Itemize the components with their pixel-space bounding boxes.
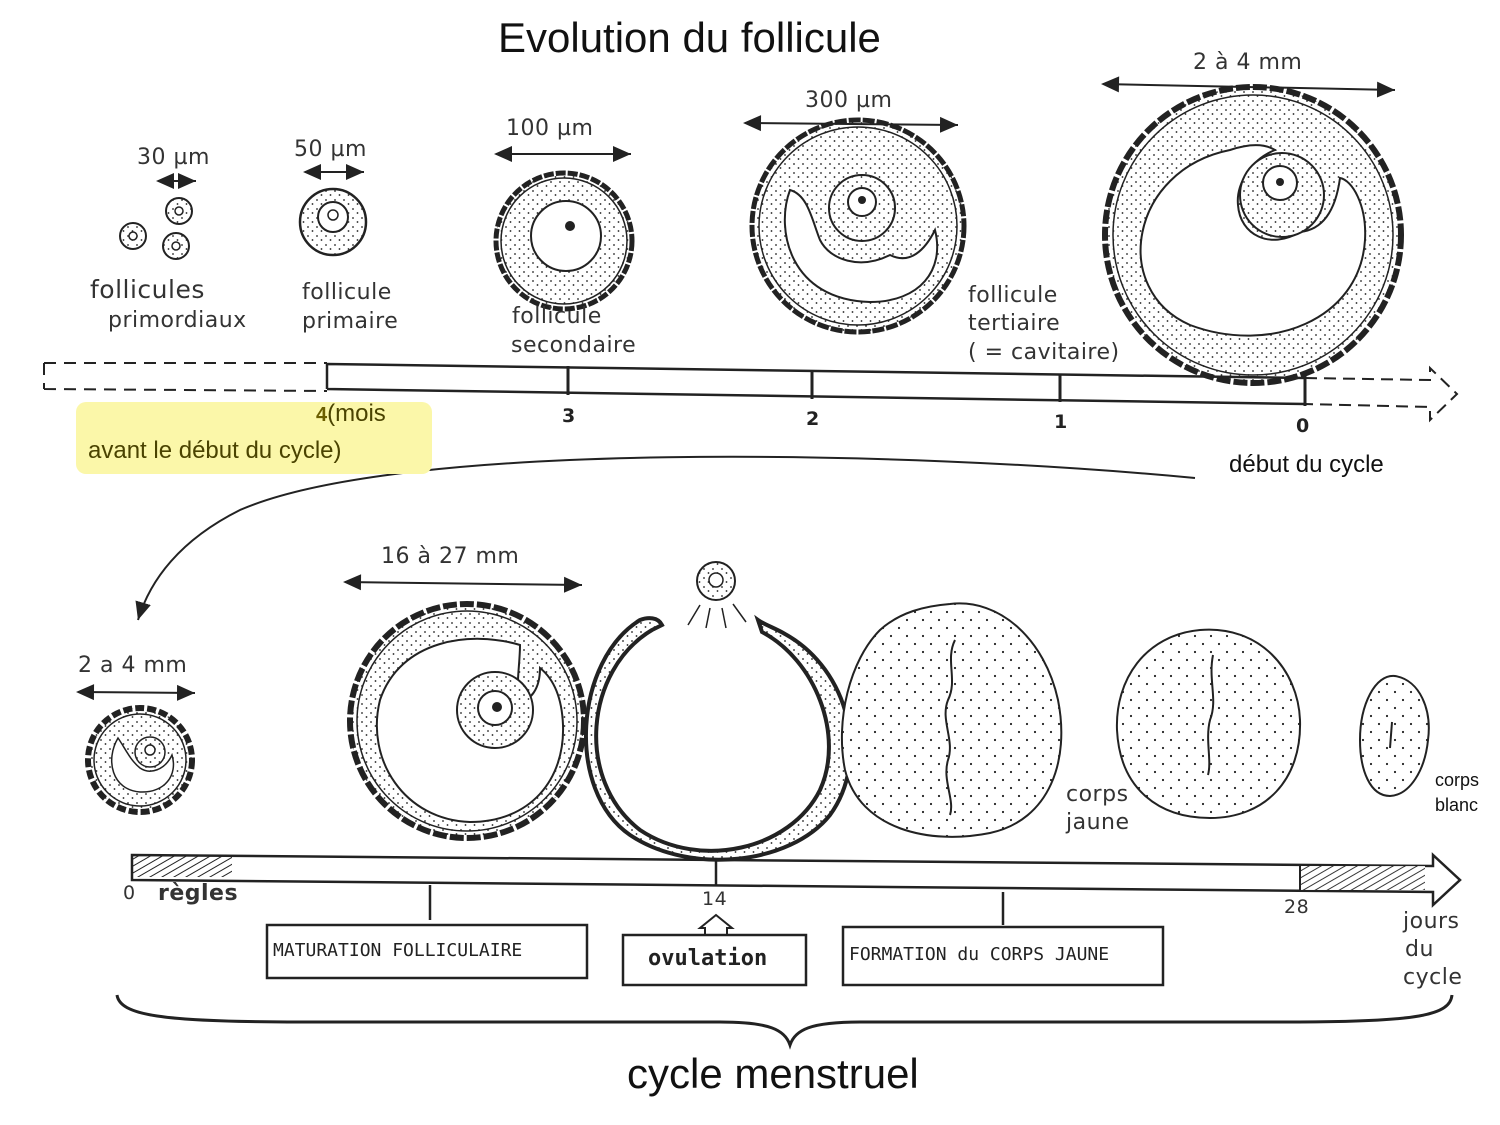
regles-label: règles	[158, 881, 239, 906]
formation-box	[841, 925, 1165, 987]
corps-blanc-label-line1: corps	[1435, 770, 1480, 790]
primary-follicle-drawing	[298, 187, 368, 257]
top-timeline-axis	[43, 362, 1459, 423]
top-tick-2: 2	[806, 408, 820, 430]
bottom-tick-28: 28	[1284, 896, 1310, 918]
corps-jaune-label-line2: jaune	[1066, 810, 1130, 835]
preovulatory-size-label: 2 à 4 mm	[1193, 50, 1303, 75]
cycle-start-label: début du cycle	[1229, 451, 1384, 478]
tertiary-size-label: 300 µm	[805, 88, 893, 113]
corps-blanc-drawing	[1358, 674, 1430, 798]
month-annotation-line1: 4(mois	[316, 400, 386, 428]
month-annotation-highlight	[76, 402, 432, 474]
primordial-follicles-drawing	[119, 197, 193, 260]
maturation-box	[265, 923, 589, 980]
ovulation-phase-label: ovulation	[648, 946, 768, 971]
top-tick-0: 0	[1296, 415, 1310, 437]
primary-label-line1: follicule	[302, 280, 392, 305]
secondary-label-line1: follicule	[512, 304, 602, 329]
tertiary-follicle-drawing	[749, 117, 967, 335]
primary-label-line2: primaire	[302, 309, 399, 334]
days-label-line1: jours	[1403, 909, 1460, 934]
diagram-title: Evolution du follicule	[498, 14, 881, 61]
top-tick-3: 3	[562, 405, 576, 427]
primordial-label-line1: follicules	[90, 275, 205, 304]
ovulation-follicle-drawing	[583, 561, 853, 862]
month-annotation-line2: avant le début du cycle)	[88, 437, 342, 464]
corps-jaune-label-line1: corps	[1066, 782, 1129, 807]
month-annotation-number: 4	[316, 404, 328, 426]
secondary-size-label: 100 µm	[506, 116, 594, 141]
primordial-size-label: 30 µm	[137, 145, 210, 170]
secondary-label-line2: secondaire	[511, 333, 637, 358]
mature-size-label: 16 à 27 mm	[381, 544, 520, 569]
corps-jaune-medium-drawing	[1115, 628, 1302, 820]
cycle-start-curved-arrow	[135, 455, 1196, 621]
tertiary-label-line3: ( = cavitaire)	[968, 340, 1120, 365]
mature-follicle-drawing	[347, 601, 587, 841]
cycle-start-follicle-drawing	[85, 705, 195, 815]
bottom-tick-0: 0	[123, 882, 136, 904]
tertiary-label-line1: follicule	[968, 283, 1058, 308]
primary-size-label: 50 µm	[294, 137, 367, 162]
cycle-menstruel-label: cycle menstruel	[627, 1050, 919, 1097]
bottom-tick-14: 14	[702, 888, 728, 910]
secondary-follicle-drawing	[493, 170, 635, 312]
start-follicle-size-label: 2 a 4 mm	[78, 653, 188, 678]
days-label-line2: du	[1405, 937, 1434, 962]
preovulatory-follicle-drawing	[1102, 84, 1404, 386]
corps-blanc-label-line2: blanc	[1435, 795, 1479, 815]
cycle-brace	[115, 994, 1454, 1050]
corps-jaune-large-drawing	[840, 602, 1063, 838]
top-tick-1: 1	[1054, 411, 1068, 433]
bottom-timeline-axis	[130, 852, 1462, 935]
maturation-phase-label: MATURATION FOLLICULAIRE	[273, 940, 523, 961]
primordial-label-line2: primordiaux	[108, 308, 247, 333]
tertiary-label-line2: tertiaire	[968, 311, 1061, 336]
formation-phase-label: FORMATION du CORPS JAUNE	[849, 944, 1110, 965]
month-annotation-text: (mois	[327, 400, 386, 427]
ovulation-box	[621, 933, 808, 987]
days-label-line3: cycle	[1403, 965, 1463, 990]
